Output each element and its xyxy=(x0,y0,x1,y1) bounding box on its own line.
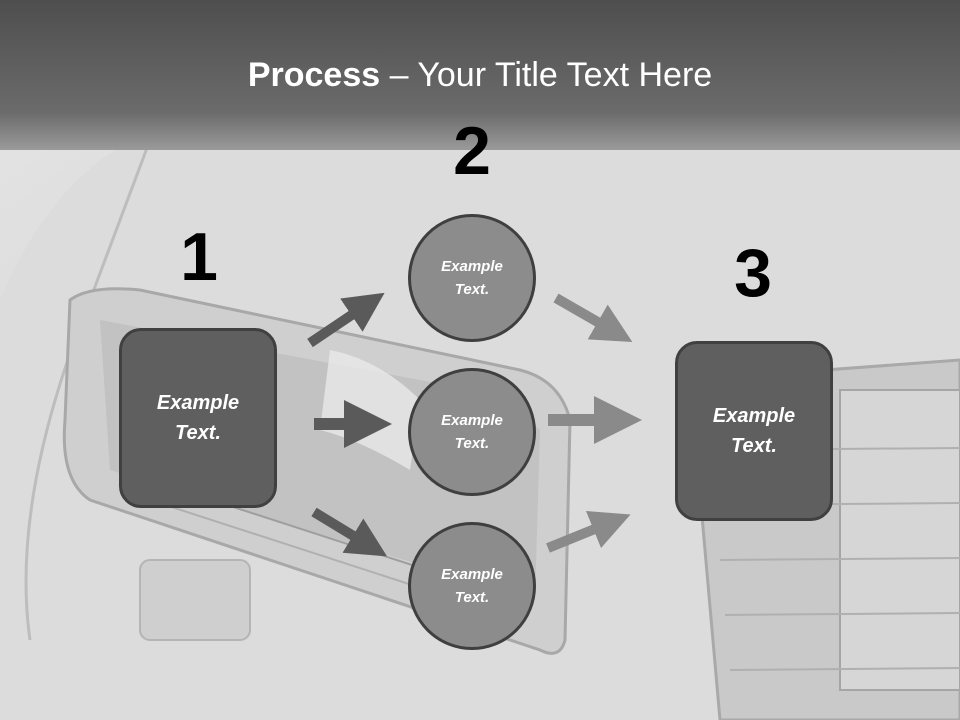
step-2-circle-top: Example Text. xyxy=(408,214,536,342)
slide-title: Process – Your Title Text Here xyxy=(0,54,960,96)
step-number-2: 2 xyxy=(453,113,491,189)
step-3-box: Example Text. xyxy=(675,341,833,521)
step-number-1: 1 xyxy=(180,219,218,295)
title-rest-text: – Your Title Text Here xyxy=(380,56,713,94)
step-number-3: 3 xyxy=(734,235,772,311)
step-2-circle-middle: Example Text. xyxy=(408,368,536,496)
arrow-2-to-3-bottom xyxy=(546,510,631,553)
arrow-2-to-3-top xyxy=(553,293,633,342)
step-1-label: Example Text. xyxy=(156,392,240,444)
title-bold-text: Process xyxy=(247,56,381,94)
step-2-circle-bottom-label: Example Text. xyxy=(441,566,503,606)
arrow-1-to-2-top xyxy=(307,292,385,348)
step-1-box: Example Text. xyxy=(119,328,277,508)
step-2-circle-bottom: Example Text. xyxy=(408,522,536,650)
arrow-1-to-2-bottom xyxy=(311,507,388,557)
step-3-label: Example Text. xyxy=(712,405,796,457)
step-2-circle-middle-label: Example Text. xyxy=(441,412,503,452)
step-2-circle-top-label: Example Text. xyxy=(441,258,503,298)
